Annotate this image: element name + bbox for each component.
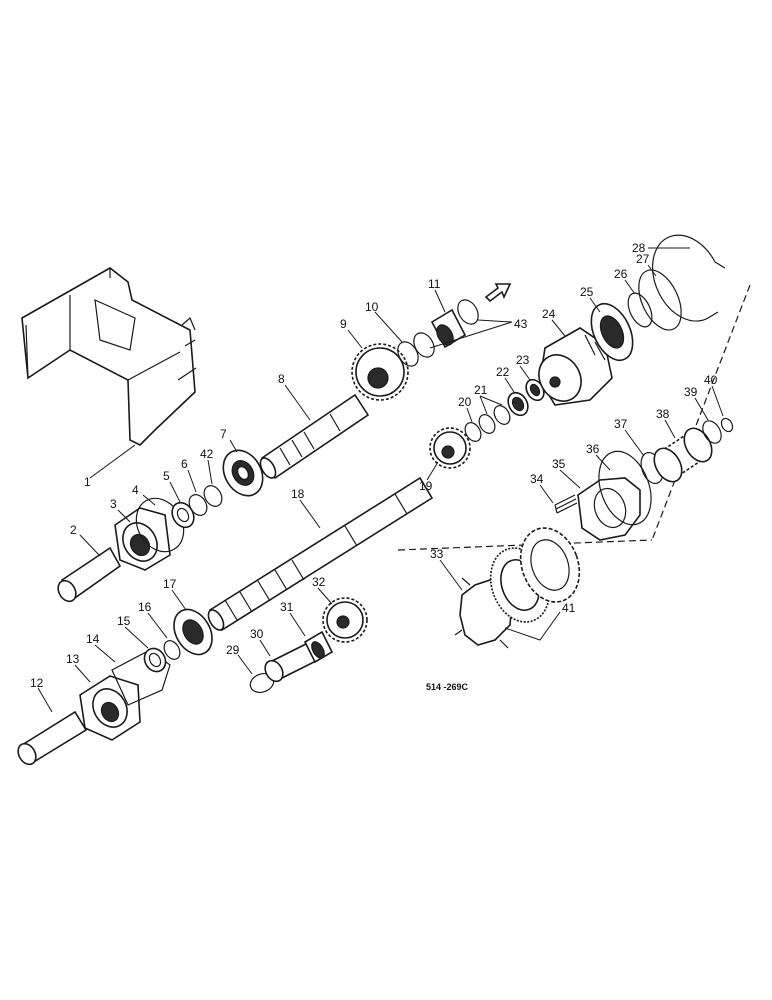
callout-38: 38 xyxy=(656,407,670,421)
part-12-shaft xyxy=(17,687,88,766)
callout-20: 20 xyxy=(458,395,472,409)
callout-36: 36 xyxy=(586,442,600,456)
callout-42: 42 xyxy=(200,447,214,461)
callout-7: 7 xyxy=(220,427,227,441)
part-20-ring xyxy=(464,407,482,442)
drawing-code: 514 -269C xyxy=(426,682,469,692)
callout-34: 34 xyxy=(530,472,544,486)
callout-32: 32 xyxy=(312,575,326,589)
part-24-clutch-housing xyxy=(538,319,613,406)
part-1-guard xyxy=(21,267,197,479)
part-2-shaft xyxy=(57,534,122,603)
callout-labels: 1 2 3 4 5 6 7 8 9 10 11 12 13 14 15 16 1… xyxy=(30,241,718,690)
part-13-flange-housing xyxy=(74,664,141,741)
callout-24: 24 xyxy=(542,307,556,321)
callout-9: 9 xyxy=(340,317,347,331)
callout-6: 6 xyxy=(181,457,188,471)
callout-10: 10 xyxy=(365,300,379,314)
callout-25: 25 xyxy=(580,285,594,299)
callout-37: 37 xyxy=(614,417,628,431)
part-25-disc xyxy=(589,297,634,362)
callout-29: 29 xyxy=(226,643,240,657)
callout-2: 2 xyxy=(70,523,77,537)
callout-14: 14 xyxy=(86,632,100,646)
callout-27: 27 xyxy=(636,252,650,266)
callout-8: 8 xyxy=(278,372,285,386)
callout-1: 1 xyxy=(84,475,91,489)
callout-40: 40 xyxy=(704,373,718,387)
callout-12: 12 xyxy=(30,676,44,690)
callout-30: 30 xyxy=(250,627,264,641)
part-34-spring xyxy=(539,484,578,514)
part-27-ring xyxy=(638,264,682,331)
part-22-bearing xyxy=(504,377,529,417)
part-23-bearing xyxy=(519,365,545,402)
callout-19: 19 xyxy=(419,479,433,493)
part-40-ring xyxy=(711,385,734,433)
part-19-small-gear xyxy=(426,427,471,481)
part-10-ring xyxy=(374,311,435,367)
callout-5: 5 xyxy=(163,469,170,483)
callout-41: 41 xyxy=(562,601,576,615)
part-5-ring xyxy=(169,481,195,529)
part-21-rings xyxy=(478,395,511,434)
part-42-ring xyxy=(203,459,223,507)
part-26-ring xyxy=(624,279,653,328)
callout-4: 4 xyxy=(132,483,139,497)
part-15-ring xyxy=(124,626,167,673)
callout-23: 23 xyxy=(516,353,530,367)
part-28-snap-ring xyxy=(648,234,726,322)
callout-13: 13 xyxy=(66,652,80,666)
callout-16: 16 xyxy=(138,600,152,614)
part-39-snap-ring xyxy=(694,397,722,444)
part-41-clutch-discs xyxy=(489,527,581,641)
callout-3: 3 xyxy=(110,497,117,511)
callout-18: 18 xyxy=(291,487,305,501)
part-11-needle-bearing xyxy=(430,289,467,349)
part-6-ring xyxy=(187,469,208,516)
callout-43: 43 xyxy=(514,317,528,331)
callout-21: 21 xyxy=(474,383,488,397)
part-31-needle-bearing xyxy=(289,612,334,664)
part-16-ring xyxy=(147,612,181,660)
part-38-gear xyxy=(653,419,713,483)
direction-arrow-icon xyxy=(484,283,512,303)
part-14-gasket xyxy=(94,644,171,706)
part-17-bearing xyxy=(171,589,213,656)
callout-28: 28 xyxy=(632,241,646,255)
callout-22: 22 xyxy=(496,365,510,379)
callout-26: 26 xyxy=(614,267,628,281)
callout-31: 31 xyxy=(280,600,294,614)
part-7-bearing xyxy=(222,439,264,497)
part-32-gear xyxy=(317,587,368,643)
callout-39: 39 xyxy=(684,385,698,399)
callout-35: 35 xyxy=(552,457,566,471)
part-9-large-gear xyxy=(347,329,409,401)
part-43-rings xyxy=(429,299,513,349)
part-18-main-shaft xyxy=(207,476,434,632)
callout-15: 15 xyxy=(117,614,131,628)
callout-33: 33 xyxy=(430,547,444,561)
part-8-input-shaft xyxy=(259,384,370,480)
callout-11: 11 xyxy=(428,277,441,291)
callout-17: 17 xyxy=(163,577,177,591)
